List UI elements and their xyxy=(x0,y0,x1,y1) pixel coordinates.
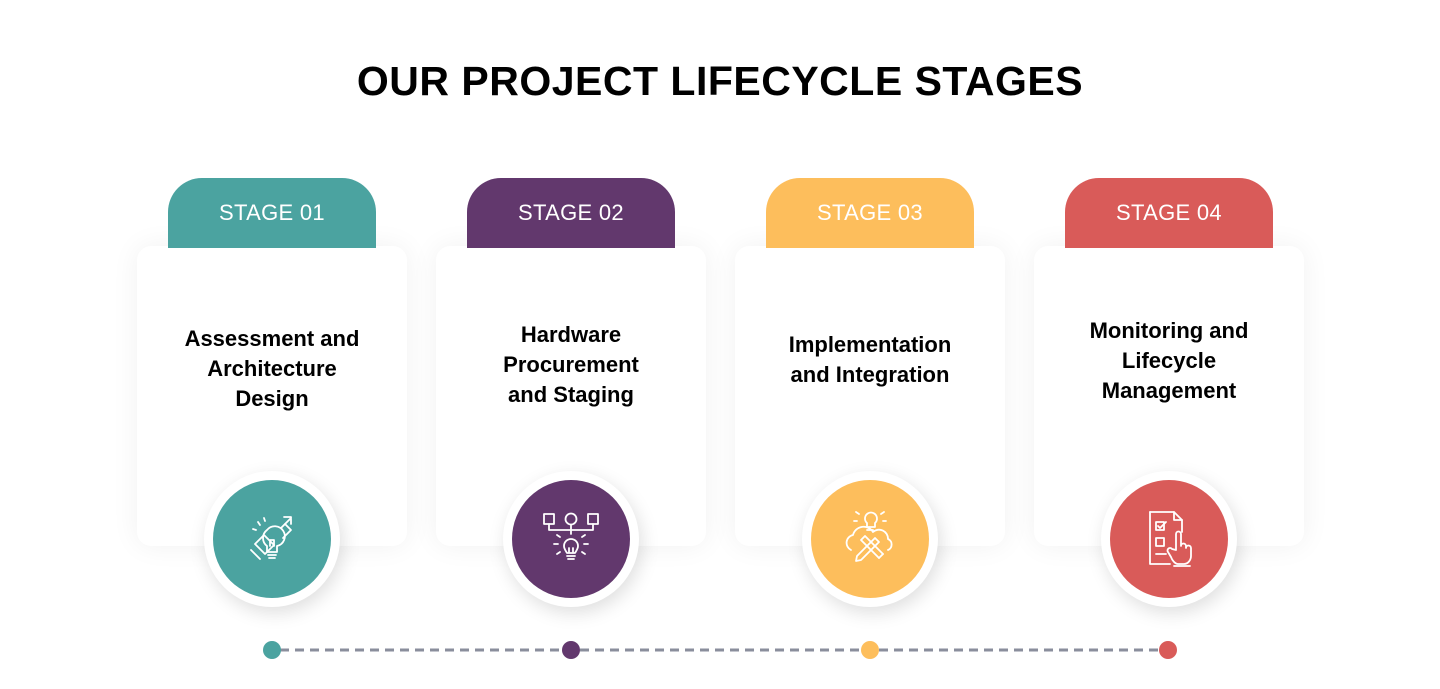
stage-tab: STAGE 01 xyxy=(168,178,376,248)
page-title: OUR PROJECT LIFECYCLE STAGES xyxy=(356,58,1084,104)
lightbulb-network-icon xyxy=(543,512,599,560)
stage-tab: STAGE 03 xyxy=(766,178,974,248)
icon-badge xyxy=(503,471,639,607)
timeline-dot-stage-02 xyxy=(562,641,580,659)
icon-badge xyxy=(204,471,340,607)
stage-02: STAGE 02 Hardware Procurement and Stagin… xyxy=(436,178,706,618)
stage-04: STAGE 04 Monitoring and Lifecycle Manage… xyxy=(1034,178,1304,618)
timeline-dot-stage-04 xyxy=(1159,641,1177,659)
stage-name: Implementation and Integration xyxy=(788,332,952,387)
lightbulb-growth-icon xyxy=(250,516,292,560)
icon-badge xyxy=(802,471,938,607)
stage-name: Monitoring and Lifecycle Management xyxy=(1089,318,1249,403)
timeline-dot-stage-01 xyxy=(263,641,281,659)
cloud-tools-icon xyxy=(845,511,893,562)
checklist-hand-icon xyxy=(1149,511,1192,567)
icon-badge xyxy=(1101,471,1237,607)
stage-03: STAGE 03 Implementation and Integration xyxy=(735,178,1005,618)
stage-01: STAGE 01 Assessment and Architecture Des… xyxy=(137,178,407,618)
timeline-dot-stage-03 xyxy=(861,641,879,659)
stage-name: Hardware Procurement and Staging xyxy=(503,322,639,407)
stage-name: Assessment and Architecture Design xyxy=(184,326,360,411)
stage-tab: STAGE 02 xyxy=(467,178,675,248)
stage-tab: STAGE 04 xyxy=(1065,178,1273,248)
